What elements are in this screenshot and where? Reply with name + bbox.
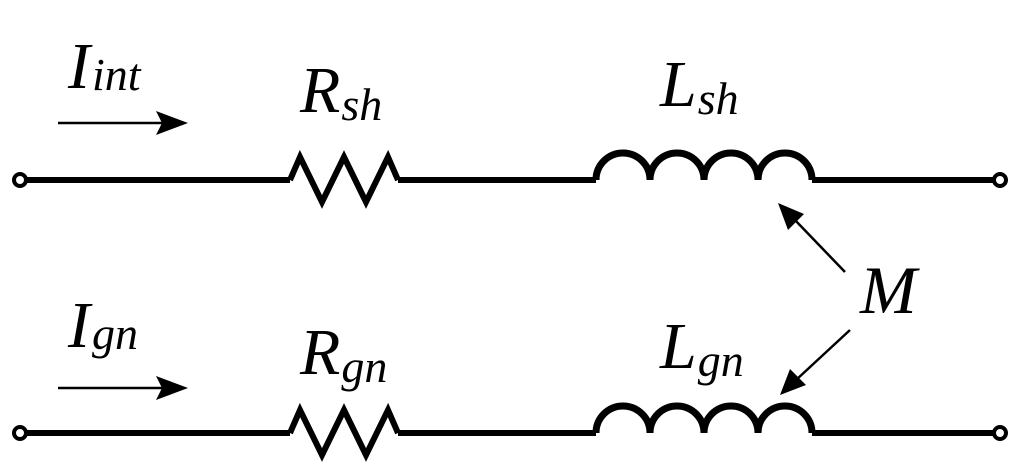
label-current-bottom: Ign (67, 289, 138, 362)
bottom-branch (12, 376, 1008, 462)
label-resistor-bottom: Rgn (299, 316, 387, 392)
bottom-right-terminal (992, 425, 1008, 441)
label-resistor-top: Rsh (299, 54, 382, 130)
bottom-current-arrow-head (156, 376, 188, 400)
mutual-arrow-down-shaft (795, 329, 851, 381)
top-right-terminal (992, 172, 1008, 188)
bottom-left-terminal (12, 425, 28, 441)
label-current-top: Iint (67, 30, 142, 103)
label-inductor-top: Lsh (659, 48, 739, 124)
mutual-arrow-down-head (780, 369, 806, 395)
mutual-arrow-up-shaft (793, 218, 846, 273)
top-left-terminal (12, 172, 28, 188)
top-inductor (592, 149, 816, 181)
mutual-arrow-up-head (778, 203, 804, 230)
mutual-inductance-arrows (778, 203, 851, 395)
label-mutual-inductance: M (859, 252, 920, 328)
bottom-inductor (592, 402, 816, 434)
label-inductor-bottom: Lgn (659, 310, 744, 386)
top-current-arrow-head (156, 111, 188, 135)
top-branch (12, 111, 1008, 209)
top-resistor (287, 149, 401, 209)
bottom-resistor (287, 402, 401, 462)
